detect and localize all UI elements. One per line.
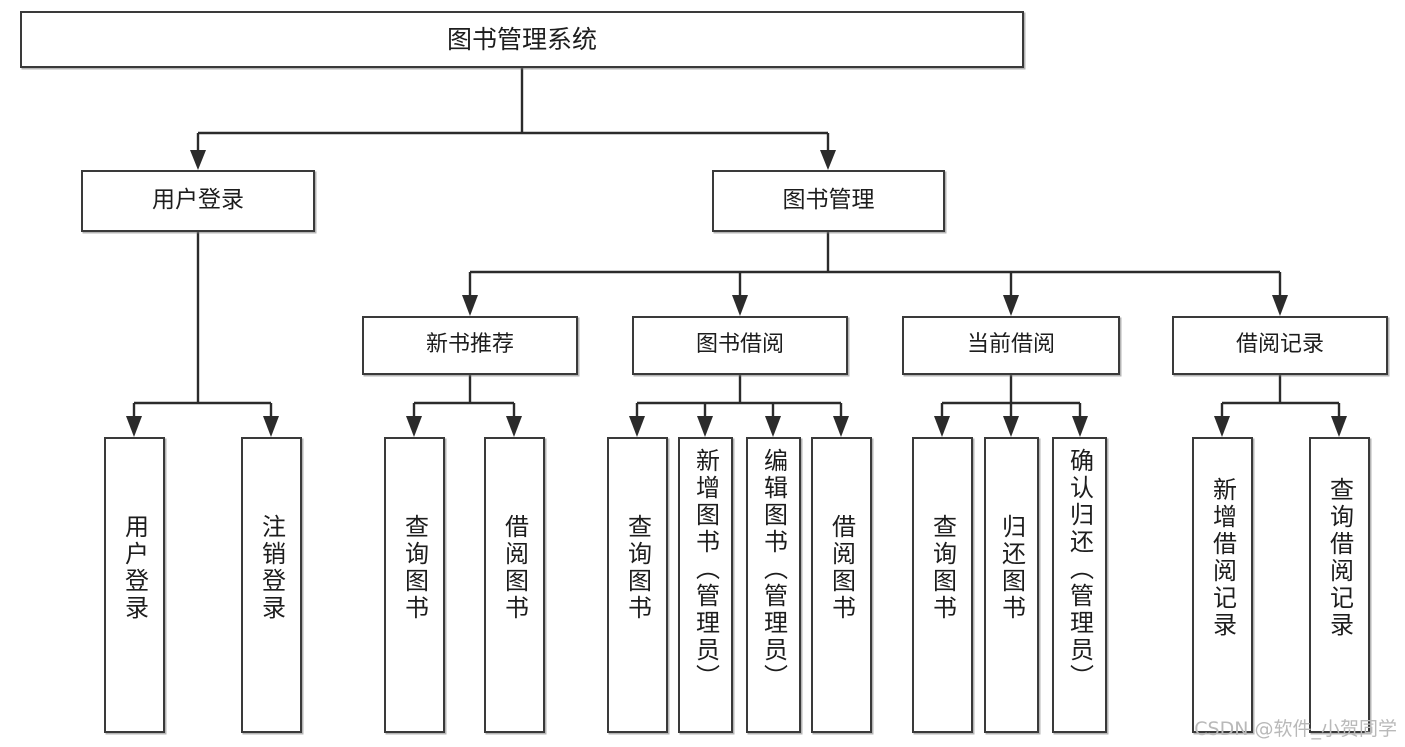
leaf-logout[interactable]: 注销登录 [241,437,302,733]
arrow-book-to-borrow [732,295,748,316]
leaf-query-borrow-record[interactable]: 查询借阅记录 [1309,437,1370,733]
leaf-add-borrow-record-label: 新增借阅记录 [1208,477,1237,639]
arrow-book-to-newbook [462,295,478,316]
arrow-borrow-to-l2 [697,416,713,437]
node-new-book-recommend-label: 新书推荐 [425,332,514,358]
leaf-confirm-return-admin[interactable]: 确认归还（管理员） [1052,437,1107,733]
arrow-book-to-record [1272,295,1288,316]
node-new-book-recommend[interactable]: 新书推荐 [362,316,578,375]
leaf-edit-book-admin-label: 编辑图书（管理员） [759,448,788,691]
node-user-login-label: 用户登录 [152,187,244,214]
arrow-user-to-leaf2 [263,416,279,437]
leaf-query-book-current[interactable]: 查询图书 [912,437,973,733]
node-borrow-record-label: 借阅记录 [1235,332,1324,358]
arrow-newbook-to-l1 [406,416,422,437]
leaf-borrow-book-borrow-label: 借阅图书 [827,514,856,622]
leaf-return-book[interactable]: 归还图书 [984,437,1039,733]
node-book-management-label: 图书管理 [782,187,875,214]
leaf-logout-label: 注销登录 [257,514,286,622]
node-book-management[interactable]: 图书管理 [712,170,945,232]
leaf-add-borrow-record[interactable]: 新增借阅记录 [1192,437,1253,733]
node-borrow-record[interactable]: 借阅记录 [1172,316,1388,375]
leaf-user-login[interactable]: 用户登录 [104,437,165,733]
leaf-query-book-newbook-label: 查询图书 [400,514,429,622]
arrow-record-to-l2 [1331,416,1347,437]
leaf-edit-book-admin[interactable]: 编辑图书（管理员） [746,437,801,733]
leaf-query-book-borrow-label: 查询图书 [623,514,652,622]
arrow-borrow-to-l1 [629,416,645,437]
node-current-borrow-label: 当前借阅 [966,332,1055,358]
leaf-query-book-newbook[interactable]: 查询图书 [384,437,445,733]
node-user-login[interactable]: 用户登录 [81,170,315,232]
leaf-query-book-current-label: 查询图书 [928,514,957,622]
arrow-root-to-user [190,150,206,170]
leaf-query-book-borrow[interactable]: 查询图书 [607,437,668,733]
node-root[interactable]: 图书管理系统 [20,11,1024,68]
arrow-user-to-leaf1 [126,416,142,437]
arrow-newbook-to-l2 [506,416,522,437]
leaf-borrow-book-borrow[interactable]: 借阅图书 [811,437,872,733]
arrow-borrow-to-l4 [833,416,849,437]
leaf-add-book-admin-label: 新增图书（管理员） [691,448,720,691]
arrow-book-to-current [1003,295,1019,316]
leaf-borrow-book-newbook[interactable]: 借阅图书 [484,437,545,733]
arrow-borrow-to-l3 [765,416,781,437]
arrow-root-to-book [820,150,836,170]
arrow-record-to-l1 [1214,416,1230,437]
node-current-borrow[interactable]: 当前借阅 [902,316,1120,375]
leaf-query-borrow-record-label: 查询借阅记录 [1325,477,1354,639]
arrow-current-to-l2 [1003,416,1019,437]
leaf-borrow-book-newbook-label: 借阅图书 [500,514,529,622]
arrow-current-to-l1 [934,416,950,437]
leaf-add-book-admin[interactable]: 新增图书（管理员） [678,437,733,733]
csdn-watermark: CSDN @软件_小贺同学 [1194,718,1397,740]
arrow-current-to-l3 [1072,416,1088,437]
leaf-confirm-return-admin-label: 确认归还（管理员） [1065,448,1094,691]
node-book-borrow[interactable]: 图书借阅 [632,316,848,375]
leaf-user-login-label: 用户登录 [120,514,149,622]
node-root-label: 图书管理系统 [446,24,597,54]
node-book-borrow-label: 图书借阅 [695,332,784,358]
leaf-return-book-label: 归还图书 [997,514,1026,622]
